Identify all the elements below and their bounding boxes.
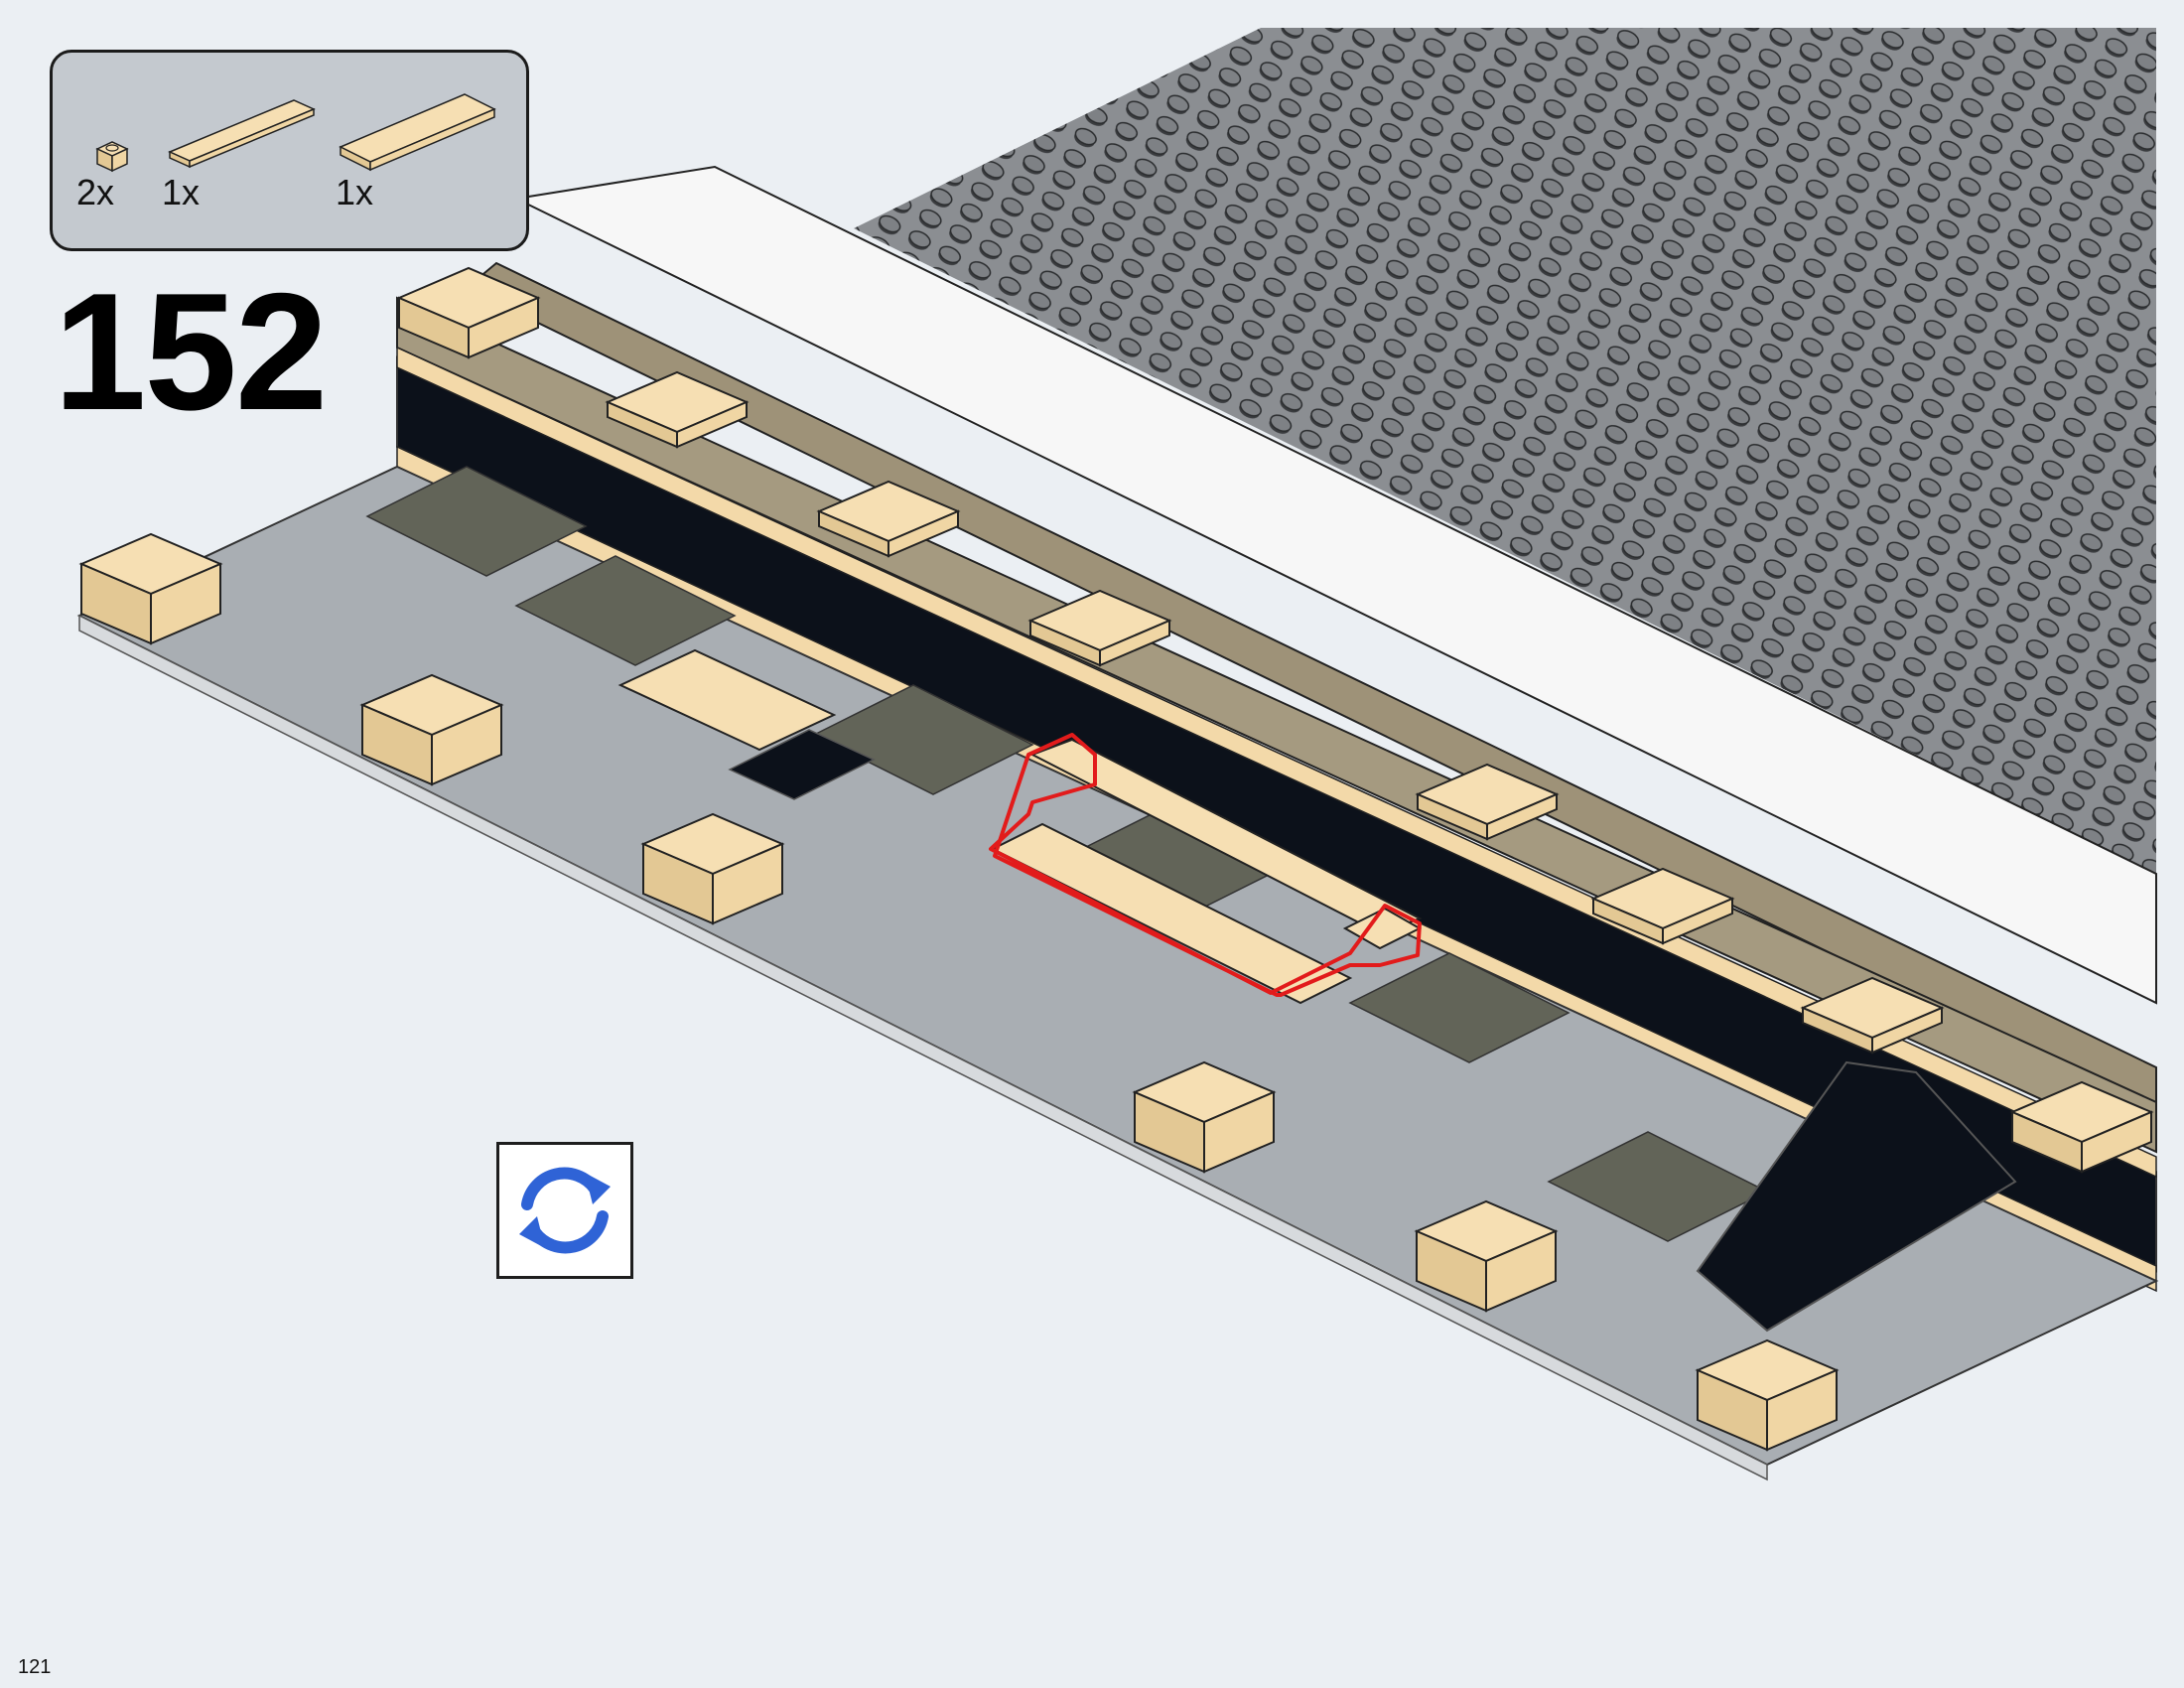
- floor-dark-tile: [812, 684, 1034, 795]
- part-qty-2: 1x: [162, 172, 201, 212]
- tan-2x2-brick: [2009, 1080, 2154, 1174]
- tan-2x2-plate: [605, 370, 750, 449]
- new-tan-plates: [989, 733, 1423, 1005]
- rotate-arrows-icon: [519, 1167, 611, 1254]
- grey-baseplate: [854, 28, 2156, 874]
- black-ramp: [1696, 1060, 2017, 1333]
- tan-2x6-plate: [617, 648, 837, 752]
- tan-2x2-brick: [1414, 1199, 1559, 1313]
- step-number: 152: [54, 258, 328, 445]
- part-qty-1: 2x: [76, 172, 115, 212]
- floor-dark-tile: [365, 466, 588, 577]
- tan-2x8-plate-icon: [339, 93, 496, 172]
- tan-2x2-brick: [640, 812, 785, 925]
- tan-2x2-plate: [1415, 763, 1560, 841]
- tan-2x2-brick: [1132, 1060, 1277, 1174]
- tan-2x2-brick: [396, 266, 541, 359]
- page-number: 121: [18, 1656, 52, 1678]
- rotate-model-button[interactable]: [496, 1142, 633, 1279]
- tan-2x2-plate: [1027, 589, 1172, 667]
- parts-list-panel: 2x 1x 1x: [50, 50, 529, 251]
- tan-2x2-brick: [1695, 1338, 1840, 1452]
- new-parts-highlight: [989, 733, 1422, 997]
- tan-1x8-plate-icon: [168, 99, 316, 169]
- floor-dark-tile: [1348, 952, 1570, 1063]
- tan-2x2-brick: [359, 673, 504, 786]
- tan-2x2-plate: [816, 480, 961, 558]
- floor-dark-tile: [514, 555, 737, 666]
- tan-2x2-plate: [1590, 867, 1735, 945]
- tan-edge: [396, 346, 2157, 1179]
- floor-side: [78, 614, 1768, 1481]
- tan-2x2-brick: [78, 532, 223, 645]
- tan-1x1-plate-icon: [95, 141, 129, 173]
- tan-2x2-plate: [1800, 976, 1945, 1055]
- part-qty-3: 1x: [336, 172, 374, 212]
- white-tile-strip: [512, 165, 2157, 1005]
- black-2x4-plate: [728, 729, 876, 800]
